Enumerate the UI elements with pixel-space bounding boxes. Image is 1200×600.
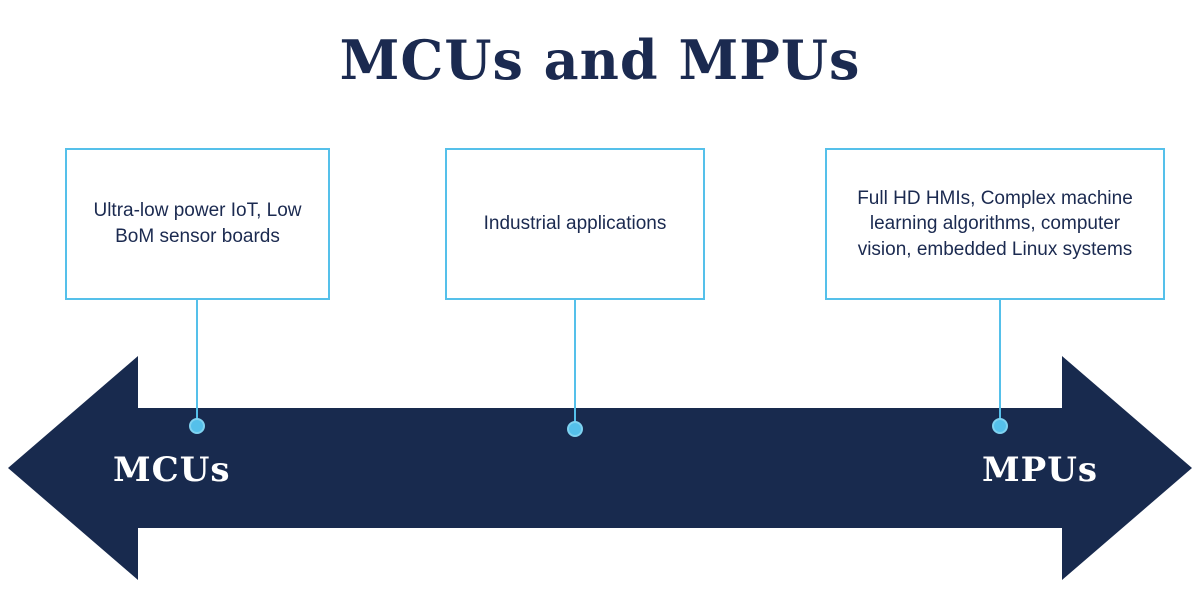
callout-box-mpu: Full HD HMIs, Complex machine learning a… [825,148,1165,300]
arrow-label-mpus: MPUs [982,450,1098,490]
callout-text-industrial: Industrial applications [483,213,667,235]
arrow-label-mcus: MCUs [113,450,231,490]
connector-line-left [196,300,198,426]
callout-box-mcu: Ultra-low power IoT, Low BoM sensor boar… [65,148,330,300]
connector-dot-left [189,418,205,434]
callout-text-mcu: Ultra-low power IoT, Low BoM sensor boar… [93,200,302,247]
callout-box-industrial: Industrial applications [445,148,705,300]
double-arrow-shape [8,356,1192,580]
connector-line-right [999,300,1001,426]
connector-dot-right [992,418,1008,434]
connector-line-middle [574,300,576,429]
connector-dot-middle [567,421,583,437]
diagram-title: MCUs and MPUs [339,28,861,92]
callout-text-mpu: Full HD HMIs, Complex machine learning a… [857,187,1133,260]
